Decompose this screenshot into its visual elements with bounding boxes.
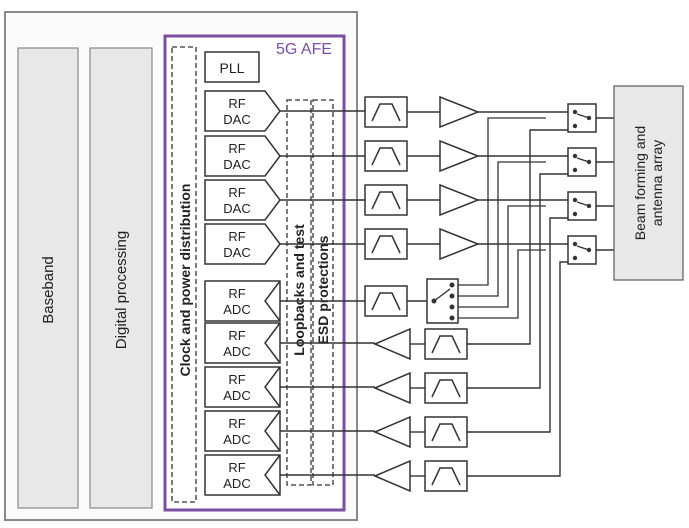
adc-label-line1: RF bbox=[228, 416, 245, 431]
adc-label-line2: ADC bbox=[223, 302, 250, 317]
beamforming-block bbox=[613, 85, 684, 281]
adc-block: RF ADC bbox=[204, 322, 281, 364]
adc-block: RF ADC bbox=[204, 454, 281, 496]
feedback-switch-icon bbox=[426, 278, 459, 324]
dac-label-line2: DAC bbox=[223, 157, 250, 172]
beamforming-label-line1: Beam forming and bbox=[632, 126, 648, 240]
adc-block: RF ADC bbox=[204, 280, 281, 322]
antenna-wiring bbox=[596, 117, 614, 251]
trx-switch-icon bbox=[567, 235, 597, 265]
esd-block bbox=[312, 99, 334, 486]
tx-amplifier-icon bbox=[407, 95, 481, 261]
beamforming-label-line2: antenna array bbox=[649, 140, 665, 226]
bandpass-filter bbox=[364, 140, 408, 172]
dac-label-line1: RF bbox=[228, 96, 245, 111]
dac-label-line1: RF bbox=[228, 141, 245, 156]
digital-processing-block bbox=[89, 47, 153, 509]
adc-label-line2: ADC bbox=[223, 388, 250, 403]
tx-wiring bbox=[280, 110, 375, 476]
feedback-wiring bbox=[458, 117, 546, 319]
bandpass-filter bbox=[364, 228, 408, 260]
clock-distribution-label: Clock and power distribution bbox=[177, 184, 193, 377]
adc-label-line2: ADC bbox=[223, 344, 250, 359]
adc-label-line1: RF bbox=[228, 286, 245, 301]
loopbacks-label: Loopbacks and test bbox=[291, 224, 307, 356]
digital-processing-label: Digital processing bbox=[113, 231, 130, 349]
pll-block bbox=[204, 51, 260, 83]
adc-label-line1: RF bbox=[228, 460, 245, 475]
adc-label-line2: ADC bbox=[223, 476, 250, 491]
dac-label-line2: DAC bbox=[223, 201, 250, 216]
adc-block: RF ADC bbox=[204, 410, 281, 452]
bandpass-filter bbox=[364, 184, 408, 216]
trx-switch-icon bbox=[567, 191, 597, 221]
baseband-block bbox=[17, 47, 79, 509]
afe-title: 5G AFE bbox=[276, 41, 332, 58]
bandpass-filter bbox=[424, 372, 468, 404]
tx-to-switch-wiring bbox=[478, 111, 568, 245]
bandpass-filter bbox=[424, 416, 468, 448]
dac-label-line1: RF bbox=[228, 185, 245, 200]
loopbacks-block bbox=[286, 99, 312, 486]
trx-switch-icon bbox=[567, 147, 597, 177]
dac-label-line2: DAC bbox=[223, 245, 250, 260]
adc-block: RF ADC bbox=[204, 366, 281, 408]
bandpass-filter bbox=[364, 96, 408, 128]
trx-switch-icon bbox=[567, 103, 597, 133]
dac-label-line1: RF bbox=[228, 229, 245, 244]
bandpass-filter bbox=[364, 285, 408, 317]
esd-label: ESD protections bbox=[315, 235, 331, 344]
bandpass-filter bbox=[424, 460, 468, 492]
adc-label-line1: RF bbox=[228, 372, 245, 387]
rx-amplifier-icon bbox=[373, 327, 411, 493]
clock-distribution-block bbox=[171, 46, 197, 503]
dac-label-line2: DAC bbox=[223, 112, 250, 127]
dac-block: RF DAC bbox=[204, 135, 281, 177]
pll-label: PLL bbox=[220, 60, 245, 76]
adc-label-line2: ADC bbox=[223, 432, 250, 447]
adc-label-line1: RF bbox=[228, 328, 245, 343]
bandpass-filter bbox=[424, 328, 468, 360]
dac-block: RF DAC bbox=[204, 223, 281, 265]
baseband-label: Baseband bbox=[40, 256, 57, 324]
dac-block: RF DAC bbox=[204, 179, 281, 221]
dac-block: RF DAC bbox=[204, 90, 281, 132]
